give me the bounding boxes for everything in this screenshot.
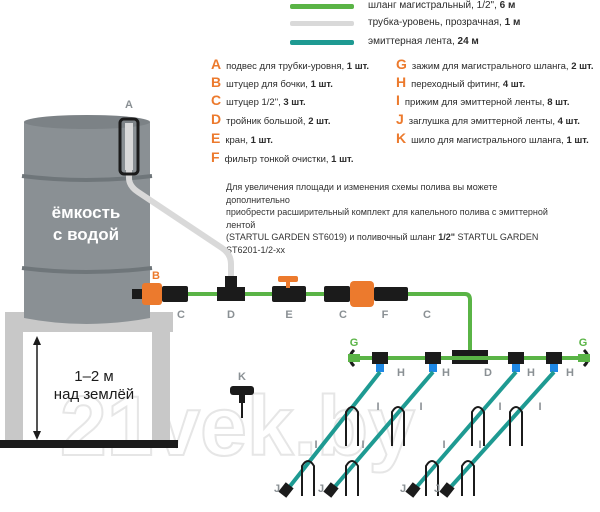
label-j3: J bbox=[400, 483, 406, 495]
tank-label-2: с водой bbox=[53, 225, 119, 244]
level-tube bbox=[126, 130, 234, 292]
diagram-labels: A B C D E C F C G G H H D H H K I I I I … bbox=[125, 99, 587, 495]
label-i5: I bbox=[314, 439, 317, 451]
label-g1: G bbox=[350, 337, 359, 349]
label-i6: I bbox=[361, 439, 364, 451]
label-c2: C bbox=[339, 309, 347, 321]
main-hose bbox=[148, 292, 472, 352]
label-e: E bbox=[285, 309, 292, 321]
label-i8: I bbox=[478, 439, 481, 451]
tee-d1 bbox=[217, 276, 245, 301]
label-i7: I bbox=[442, 439, 445, 451]
level-tube-holder bbox=[118, 117, 140, 176]
label-c3: C bbox=[423, 309, 431, 321]
awl bbox=[230, 386, 254, 418]
label-i4: I bbox=[538, 401, 541, 413]
label-i2: I bbox=[419, 401, 422, 413]
label-f: F bbox=[382, 309, 389, 321]
filter bbox=[324, 281, 408, 307]
label-a: A bbox=[125, 99, 133, 111]
label-d2: D bbox=[484, 367, 492, 379]
legend-item-tape: эмиттерная лента, 24 м bbox=[368, 36, 479, 47]
legend-line-tape bbox=[290, 40, 354, 45]
stand-height-label: 1–2 м bbox=[74, 368, 114, 385]
label-j4: J bbox=[434, 483, 440, 495]
hose-clamp-right bbox=[578, 348, 590, 368]
tape-stakes bbox=[301, 406, 523, 496]
label-h3: H bbox=[527, 367, 535, 379]
label-d1: D bbox=[227, 309, 235, 321]
label-h1: H bbox=[397, 367, 405, 379]
tank-label: ёмкость bbox=[52, 203, 121, 222]
label-h4: H bbox=[566, 367, 574, 379]
label-i3: I bbox=[498, 401, 501, 413]
hose-clamp-left bbox=[348, 348, 360, 368]
legend-line-hose bbox=[290, 4, 354, 9]
label-c1: C bbox=[177, 309, 185, 321]
barrel-fitting bbox=[132, 283, 188, 305]
height-arrow bbox=[33, 336, 41, 440]
expansion-note: Для увеличения площади и изменения схемы… bbox=[226, 182, 548, 255]
label-k: K bbox=[238, 371, 246, 383]
legend-item-tube: трубка-уровень, прозрачная, 1 м bbox=[368, 17, 521, 28]
legend-line-tube bbox=[290, 21, 354, 26]
tape-plugs bbox=[278, 482, 455, 498]
label-h2: H bbox=[442, 367, 450, 379]
label-j1: J bbox=[274, 483, 280, 495]
label-j2: J bbox=[318, 483, 324, 495]
stand-height-label-2: над землёй bbox=[54, 386, 134, 403]
adapter-fittings bbox=[372, 352, 562, 372]
valve bbox=[272, 276, 306, 302]
label-b: B bbox=[152, 270, 160, 282]
legend-item-hose: шланг магистральный, 1/2", 6 м bbox=[368, 0, 516, 11]
label-g2: G bbox=[579, 337, 588, 349]
label-i1: I bbox=[376, 401, 379, 413]
